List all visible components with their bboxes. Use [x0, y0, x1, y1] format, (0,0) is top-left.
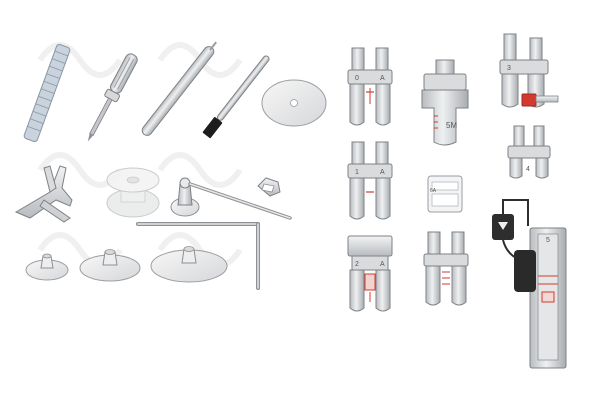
presser-foot-3: 3 [499, 33, 559, 108]
presser-foot-1: 1 A [347, 141, 393, 220]
foot-2-side-label: A [380, 261, 385, 268]
presser-foot-6a: 6A [427, 175, 463, 213]
presser-foot-0: 0 A [347, 47, 393, 126]
screwdriver-icon [87, 53, 138, 142]
buttonhole-sensor-foot: 5 [492, 199, 567, 369]
edge-guide-icon [14, 165, 73, 223]
quilting-guide-icon [136, 222, 260, 290]
seam-ripper-icon [23, 43, 71, 143]
spool-cap-small-icon [25, 253, 69, 281]
foot-6a-label: 6A [430, 188, 437, 194]
watermark-pattern [37, 42, 243, 268]
stiletto-icon [141, 41, 217, 136]
foot-0-side-label: A [380, 75, 385, 82]
presser-foot-2: 2 A [347, 235, 393, 312]
spool-cap-medium-icon [79, 249, 141, 282]
foot-3-label: 3 [507, 65, 511, 72]
bobbin-icon [106, 167, 160, 218]
foot-0-label: 0 [355, 75, 359, 82]
presser-foot-4: 4 [507, 125, 551, 179]
clip-icon [257, 177, 281, 197]
sensor-foot-label: 5 [546, 237, 550, 244]
foot-5m-label: 5M [446, 121, 457, 130]
foot-2-label: 2 [355, 261, 359, 268]
foot-1-side-label: A [380, 169, 385, 176]
spool-pin-icon [170, 177, 292, 220]
presser-foot-piping [423, 231, 469, 306]
felt-pad-icon [261, 79, 327, 127]
brush-icon [202, 55, 270, 139]
foot-4-label: 4 [526, 166, 530, 173]
foot-1-label: 1 [355, 169, 359, 176]
presser-foot-5m: 5M [421, 59, 469, 146]
spool-cap-large-icon [150, 246, 228, 283]
